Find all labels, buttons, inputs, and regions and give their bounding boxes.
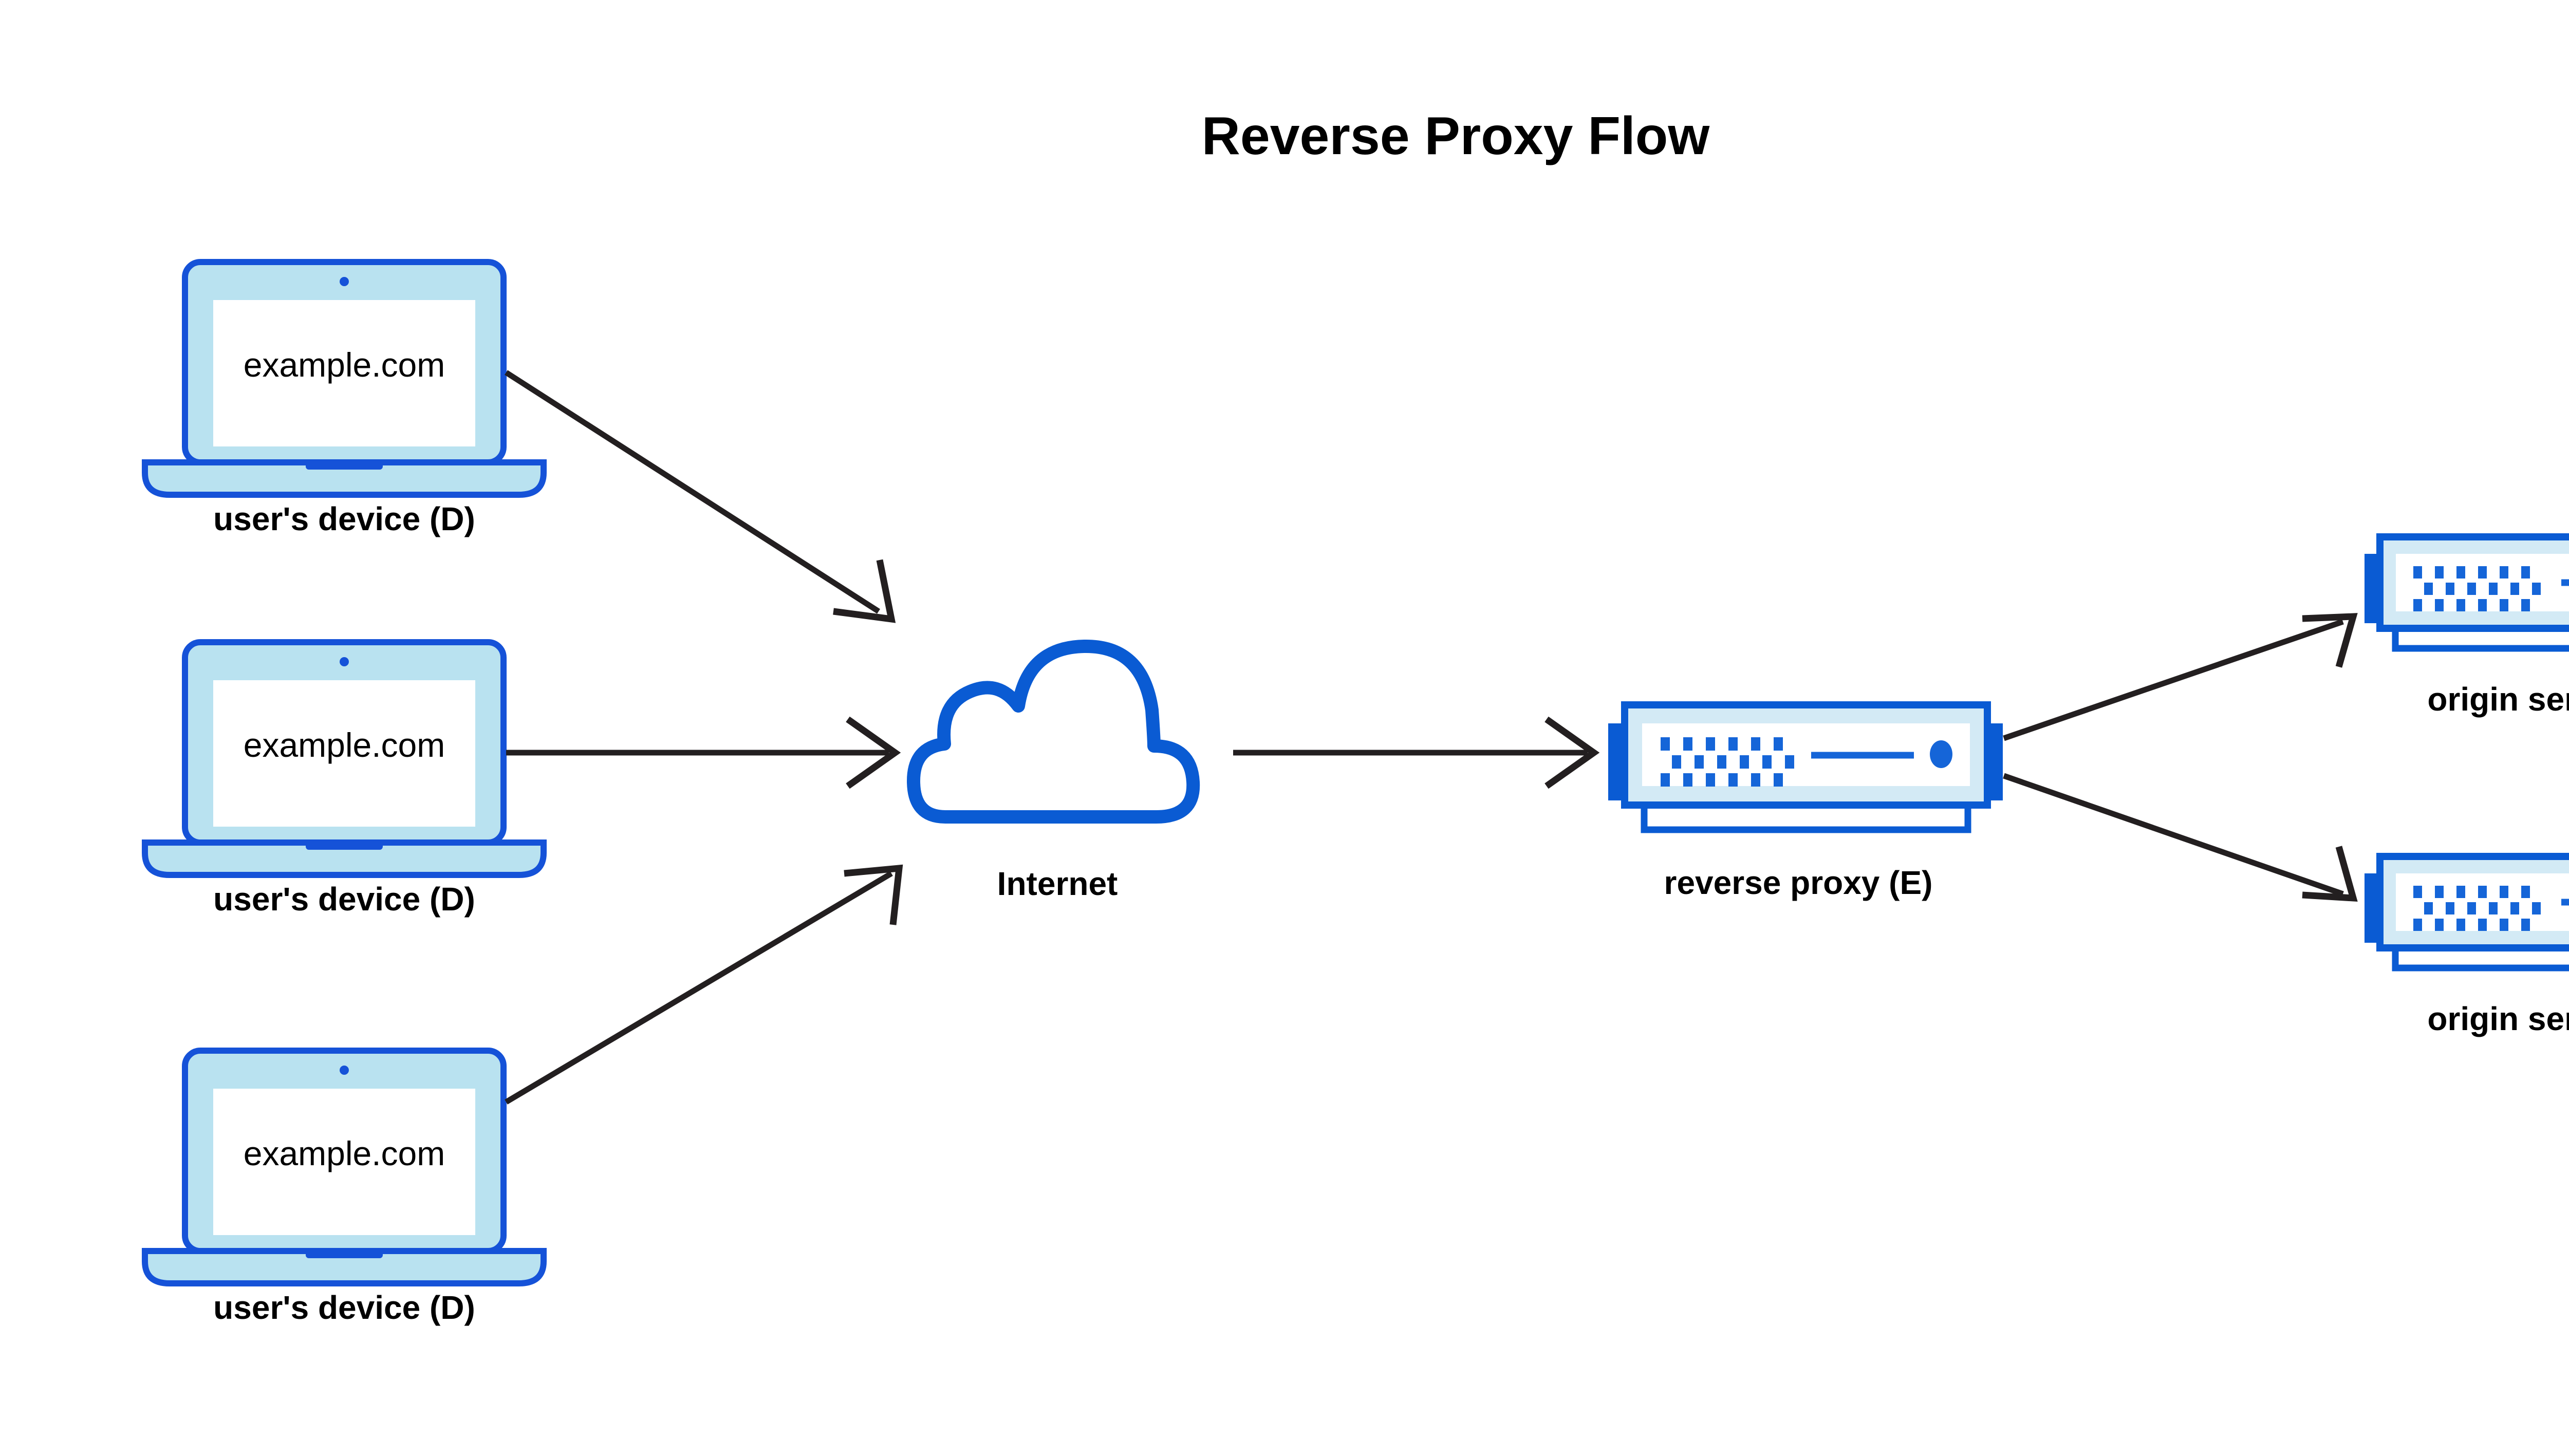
page-title: Reverse Proxy Flow <box>1202 106 1710 166</box>
edge-device1-to-internet <box>505 370 896 623</box>
edge-line <box>505 871 893 1105</box>
laptop-base-fill <box>145 1251 544 1283</box>
server-vent-grid-icon <box>1661 737 1794 787</box>
server-vent-grid-icon <box>2413 566 2541 611</box>
user-device-3: example.com user's device (D) <box>142 1048 547 1326</box>
server-body-outline <box>1621 701 1991 809</box>
laptop-base-fill <box>145 843 544 875</box>
origin-server-1: origin server (F) <box>2365 533 2569 718</box>
laptop-camera-icon <box>340 277 349 286</box>
laptop-camera-icon <box>340 657 349 666</box>
origin-server-2-label: origin server (F) <box>2427 1000 2569 1037</box>
server-vent-grid-icon <box>2413 886 2541 931</box>
laptop-screen <box>213 300 475 446</box>
server-panel <box>1642 723 1970 786</box>
laptop-screen <box>213 680 475 827</box>
edge-proxy-to-origin1 <box>2003 613 2358 741</box>
edge-arrowhead-icon <box>846 716 901 789</box>
internet-label: Internet <box>997 865 1118 902</box>
server-body-outline <box>2376 853 2569 951</box>
laptop-base-outline <box>142 839 547 878</box>
user-device-2: example.com user's device (D) <box>142 639 547 918</box>
laptop-screen-text: example.com <box>244 1134 445 1172</box>
edge-line <box>505 370 880 614</box>
laptop-camera-icon <box>340 1066 349 1075</box>
edge-arrowhead-icon <box>2302 613 2358 668</box>
edge-internet-to-proxy <box>1233 716 1600 789</box>
reverse-proxy-label: reverse proxy (E) <box>1664 864 1933 901</box>
edge-arrowhead-icon <box>844 864 903 925</box>
laptop-notch-icon <box>306 1251 383 1258</box>
edge-arrowhead-icon <box>2302 846 2358 902</box>
reverse-proxy-node: reverse proxy (E) <box>1608 701 2003 901</box>
user-device-2-label: user's device (D) <box>213 881 475 918</box>
laptop-base-fill <box>145 462 544 495</box>
laptop-screen-text: example.com <box>244 346 445 384</box>
edge-line <box>2003 773 2344 897</box>
origin-server-1-label: origin server (F) <box>2427 681 2569 718</box>
laptop-notch-icon <box>306 843 383 850</box>
cloud-icon <box>907 639 1200 824</box>
edge-arrowhead-icon <box>833 559 896 623</box>
edge-line <box>2003 619 2344 741</box>
edge-arrowhead-icon <box>1544 716 1600 789</box>
laptop-screen <box>213 1089 475 1235</box>
user-device-3-label: user's device (D) <box>213 1289 475 1326</box>
laptop-base-outline <box>142 1248 547 1286</box>
laptop-notch-icon <box>306 462 383 470</box>
edge-device2-to-internet <box>506 716 901 789</box>
edge-device3-to-internet <box>505 864 903 1105</box>
internet-node: Internet <box>907 639 1200 902</box>
user-device-1-label: user's device (D) <box>213 500 475 537</box>
laptop-screen-text: example.com <box>244 726 445 764</box>
server-status-dot-icon <box>1930 740 1952 768</box>
laptop-base-outline <box>142 459 547 498</box>
edge-proxy-to-origin2 <box>2003 773 2358 902</box>
user-device-1: example.com user's device (D) <box>142 259 547 537</box>
server-body-outline <box>2376 533 2569 632</box>
origin-server-2: origin server (F) <box>2365 853 2569 1037</box>
